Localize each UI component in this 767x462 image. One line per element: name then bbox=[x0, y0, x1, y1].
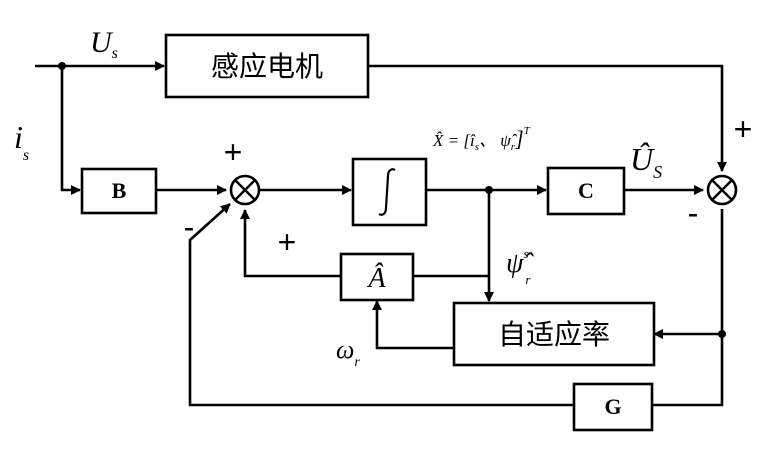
us-hat-label: ÛS bbox=[630, 141, 662, 182]
sum2-plus-top: + bbox=[734, 111, 753, 147]
omega-subscript: r bbox=[354, 355, 360, 370]
branch-to-b-wire bbox=[60, 66, 81, 195]
error-down-wire bbox=[652, 209, 724, 407]
us-symbol: U bbox=[90, 26, 114, 59]
motor-block bbox=[164, 33, 370, 99]
adaptive-law-label: 自适应率 bbox=[498, 318, 610, 351]
c-block bbox=[546, 166, 626, 216]
b-label: B bbox=[112, 178, 127, 203]
psi-superscript: s bbox=[523, 246, 528, 261]
sum1-minus-left: - bbox=[184, 209, 195, 245]
sum1-junction bbox=[229, 174, 261, 206]
us-hat-symbol: Û bbox=[630, 141, 655, 177]
junction-dot bbox=[718, 330, 726, 338]
g-feedback-wire bbox=[188, 203, 574, 407]
g-block bbox=[572, 382, 654, 432]
psi-subscript: r bbox=[525, 272, 531, 287]
sum1-plus-top: + bbox=[224, 134, 243, 170]
adaptive-to-ahat-wire bbox=[372, 300, 453, 350]
sum2-junction bbox=[706, 174, 738, 206]
ahat-block bbox=[339, 252, 415, 302]
state-vector-equation: X̂ = [îs、 ψ̂r]T bbox=[432, 125, 531, 153]
integrator-block bbox=[351, 157, 428, 227]
integral-icon bbox=[378, 168, 396, 216]
omega-symbol: ω bbox=[336, 335, 354, 364]
sum1-plus-bottom: + bbox=[278, 224, 297, 260]
is-symbol: i bbox=[14, 119, 23, 155]
motor-label: 感应电机 bbox=[211, 50, 323, 83]
g-label: G bbox=[604, 394, 621, 419]
us-subscript: s bbox=[112, 45, 118, 62]
is-subscript: s bbox=[23, 147, 29, 164]
is-label: is bbox=[14, 119, 29, 164]
sum2-minus-left: - bbox=[688, 195, 699, 231]
motor-to-sum2-wire bbox=[368, 64, 727, 172]
us-label: Us bbox=[90, 26, 118, 62]
psi-label: ψ̂rs bbox=[506, 246, 534, 287]
ahat-label: Â bbox=[366, 263, 386, 294]
b-block bbox=[80, 167, 158, 215]
us-hat-subscript: S bbox=[653, 162, 662, 182]
c-label: C bbox=[578, 178, 594, 203]
omega-label: ωr bbox=[336, 335, 360, 370]
adaptive-law-block bbox=[452, 301, 656, 367]
